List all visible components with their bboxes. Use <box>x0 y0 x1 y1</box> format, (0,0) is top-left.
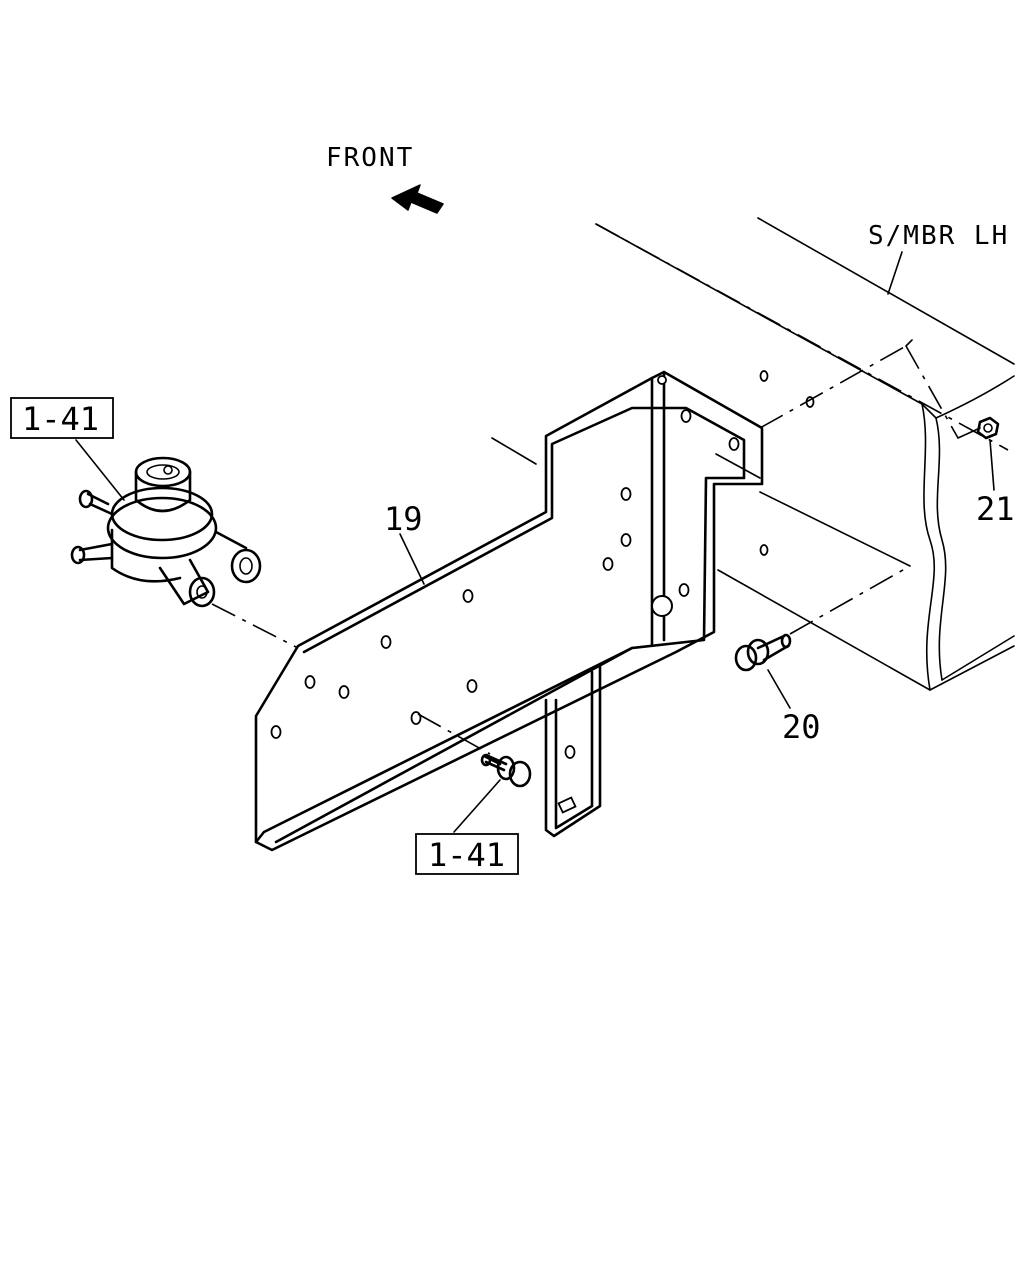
bracket-leader <box>399 533 425 585</box>
flange-bolt-20 <box>734 633 792 672</box>
reference-box-bottom: 1-41 <box>415 833 519 875</box>
reference-leader-bottom <box>453 779 501 833</box>
arrow-up-left-icon <box>391 184 444 214</box>
nut-part-number: 21 <box>976 490 1015 528</box>
reference-label-top: 1-41 <box>22 400 99 438</box>
bolt-leader <box>767 669 791 709</box>
side-member-frame <box>491 217 1015 691</box>
reference-leader-top <box>75 439 125 501</box>
assembly-centerlines <box>211 223 1009 755</box>
reference-box-top: 1-41 <box>10 397 114 439</box>
bracket-part-number: 19 <box>384 500 423 538</box>
bracket-19 <box>254 370 764 852</box>
side-member-leader <box>887 251 903 295</box>
flange-bolt-small <box>480 753 532 788</box>
side-member-label: S/MBR LH <box>868 221 1009 251</box>
fuel-pressure-regulator <box>70 456 262 608</box>
reference-label-bottom: 1-41 <box>428 836 505 874</box>
front-label: FRONT <box>326 143 414 173</box>
nut-leader <box>989 439 995 491</box>
bolt-part-number: 20 <box>782 708 821 746</box>
hex-nut-21 <box>976 416 1000 440</box>
